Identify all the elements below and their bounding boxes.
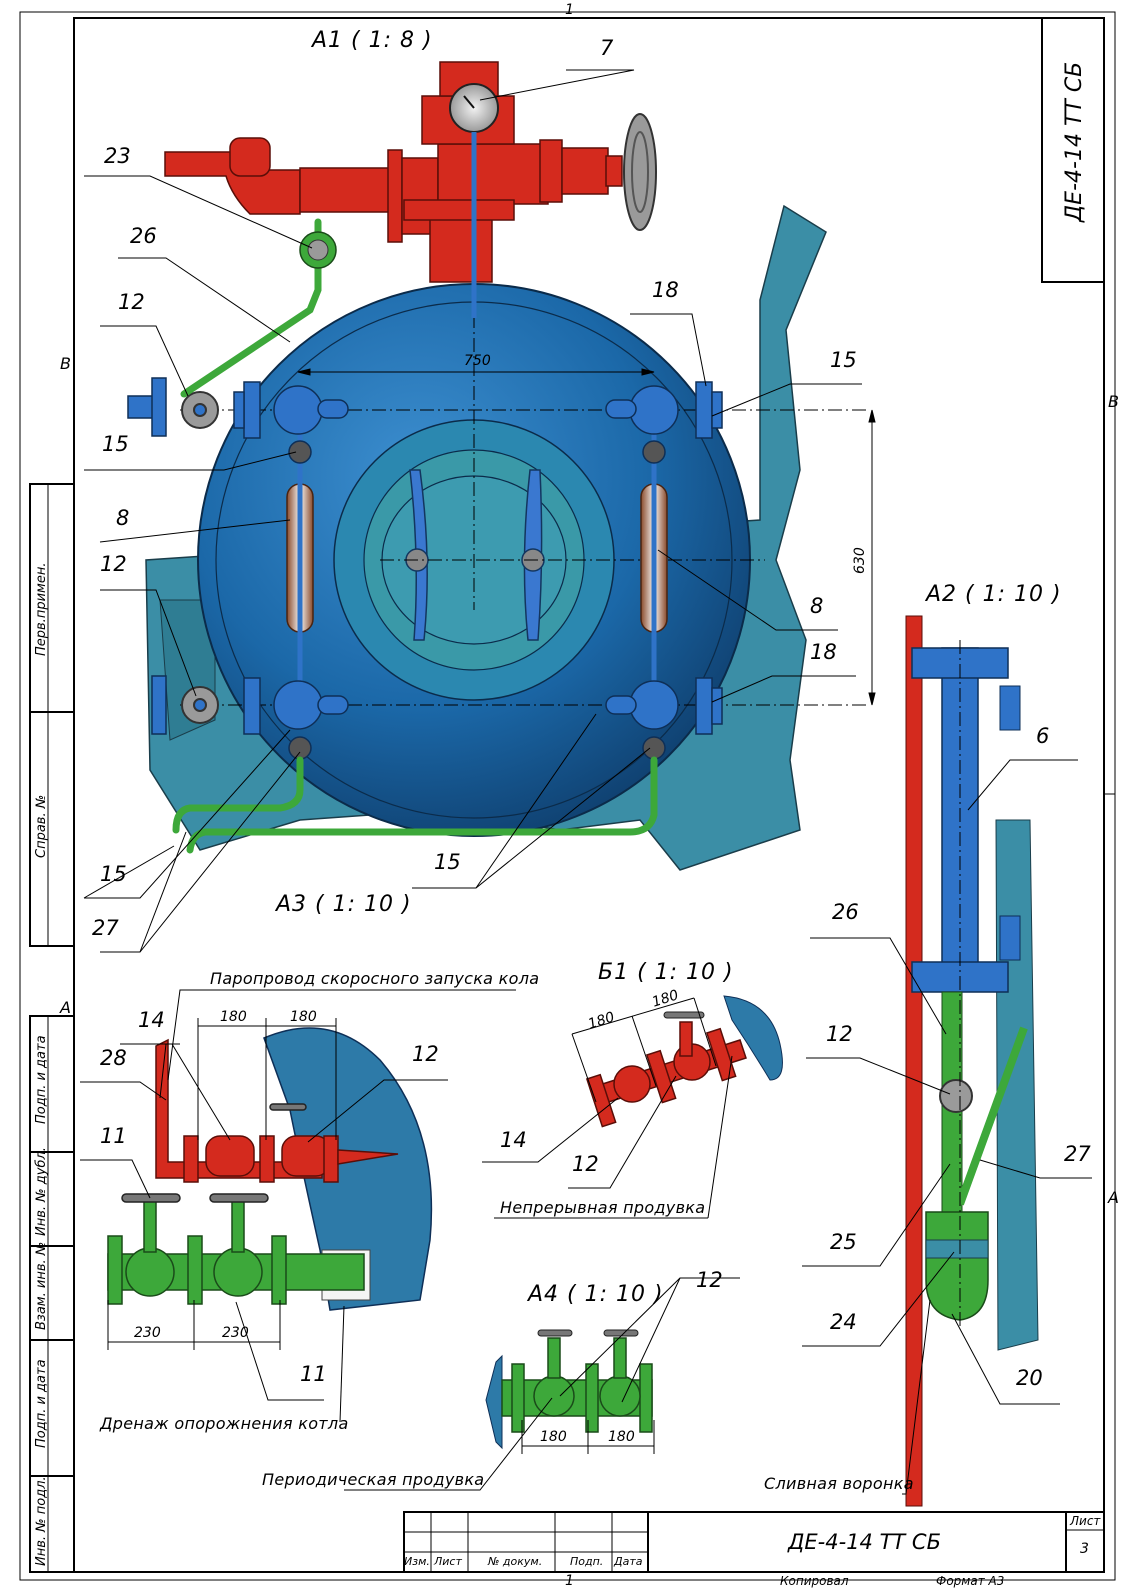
callout-25: 25 [830,1230,857,1254]
zone-left-top: В [60,354,71,373]
caption-nepreryv: Непрерывная продувка [500,1198,706,1217]
valve-23 [299,231,337,269]
view-a3 [107,1027,433,1311]
tb-col-data: Дата [614,1555,643,1568]
callout-6: 6 [1036,724,1050,748]
stamp-inv-dubl: Инв. № дубл. [34,1147,49,1236]
tb-sheet-number: 3 [1080,1541,1089,1557]
tb-col-list: Лист [434,1555,462,1568]
view-title-b1: Б1 ( 1: 10 ) [598,960,734,985]
callout-12-a1-top: 12 [118,290,145,314]
zone-right-top: В [1108,392,1119,411]
callout-12-a4: 12 [696,1268,723,1292]
copied-label: Копировал [780,1574,849,1588]
callout-14-a3: 14 [138,1008,165,1032]
pressure-gauge [449,83,499,318]
sheet-bottom-number: 1 [565,1573,574,1589]
callout-15-bottom-left: 15 [100,862,127,886]
view-b1 [571,995,783,1128]
main-steam-valve [164,61,623,283]
callout-26-a2: 26 [832,900,859,924]
callout-23: 23 [104,144,131,168]
stamp-inv-podl: Инв. № подл. [34,1476,49,1566]
callout-15-right: 15 [830,348,857,372]
callout-15-left: 15 [102,432,129,456]
caption-parovod: Паропровод скоросного запуска кола [210,969,540,988]
stamp-sprav-no: Справ. № [34,794,49,858]
view-title-a3: А3 ( 1: 10 ) [276,892,412,917]
callout-12-a1-mid: 12 [100,552,127,576]
tb-col-izm: Изм. [404,1555,430,1568]
callout-8-left: 8 [116,506,130,530]
dim-a3-230b: 230 [222,1325,249,1341]
stamp-podp-data-1: Подп. и дата [34,1035,49,1124]
title-block-frame [403,1511,1105,1573]
callout-12-a3: 12 [412,1042,439,1066]
tb-sheet-label: Лист [1070,1514,1101,1528]
tb-col-podp: Подп. [570,1555,604,1568]
dim-a3-180a: 180 [220,1009,247,1025]
callout-11-bottom: 11 [300,1362,327,1386]
callout-27-a1: 27 [92,916,119,940]
stamp-podp-data-2: Подп. и дата [34,1359,49,1448]
view-title-a1: А1 ( 1: 8 ) [312,28,433,53]
stamp-vzam-inv: Взам. инв. № [34,1241,49,1330]
callout-14-b1: 14 [500,1128,527,1152]
dim-750: 750 [464,353,491,369]
dimension-lines-a1 [297,368,876,706]
callout-15-bottom-mid: 15 [434,850,461,874]
dim-630: 630 [852,547,868,574]
handwheel-main [623,113,657,231]
designation-corner: ДЕ-4-14 ТТ СБ [1062,61,1087,222]
callout-8-right: 8 [810,594,824,618]
callout-12-a2: 12 [826,1022,853,1046]
view-a2 [905,615,1039,1507]
zone-left-bottom: А [60,998,71,1017]
callout-18-bottom: 18 [810,640,837,664]
callout-12-b1: 12 [572,1152,599,1176]
tb-designation: ДЕ-4-14 ТТ СБ [788,1530,941,1554]
sheet-top-number: 1 [565,2,574,18]
stamp-perv-primen: Перв.примен. [34,562,49,656]
caption-periodic: Периодическая продувка [262,1470,485,1489]
dim-a4-180b: 180 [608,1429,635,1445]
side-stamp-frame [29,483,75,1573]
callout-11-top: 11 [100,1124,127,1148]
dim-a3-180b: 180 [290,1009,317,1025]
callout-27-a2: 27 [1064,1142,1091,1166]
callout-7: 7 [600,36,614,60]
view-a4 [485,1329,655,1454]
dim-a3-230a: 230 [134,1325,161,1341]
caption-drenazh: Дренаж опорожнения котла [100,1414,349,1433]
zone-right-bottom: А [1108,1188,1119,1207]
handwheel-valves-left [181,391,219,724]
callout-26: 26 [130,224,157,248]
dim-a4-180a: 180 [540,1429,567,1445]
gauge-valves [127,377,723,760]
caption-slivnaya: Сливная воронка [764,1474,914,1493]
callout-28: 28 [100,1046,127,1070]
callout-18-top: 18 [652,278,679,302]
view-title-a4: А4 ( 1: 10 ) [528,1282,664,1307]
format-label: Формат А3 [936,1574,1005,1588]
tb-col-dokum: № докум. [488,1555,543,1568]
view-title-a2: А2 ( 1: 10 ) [926,582,1062,607]
manhole-bars [405,469,545,641]
callout-24: 24 [830,1310,857,1334]
leader-lines [80,69,1092,1495]
callout-20: 20 [1016,1366,1043,1390]
